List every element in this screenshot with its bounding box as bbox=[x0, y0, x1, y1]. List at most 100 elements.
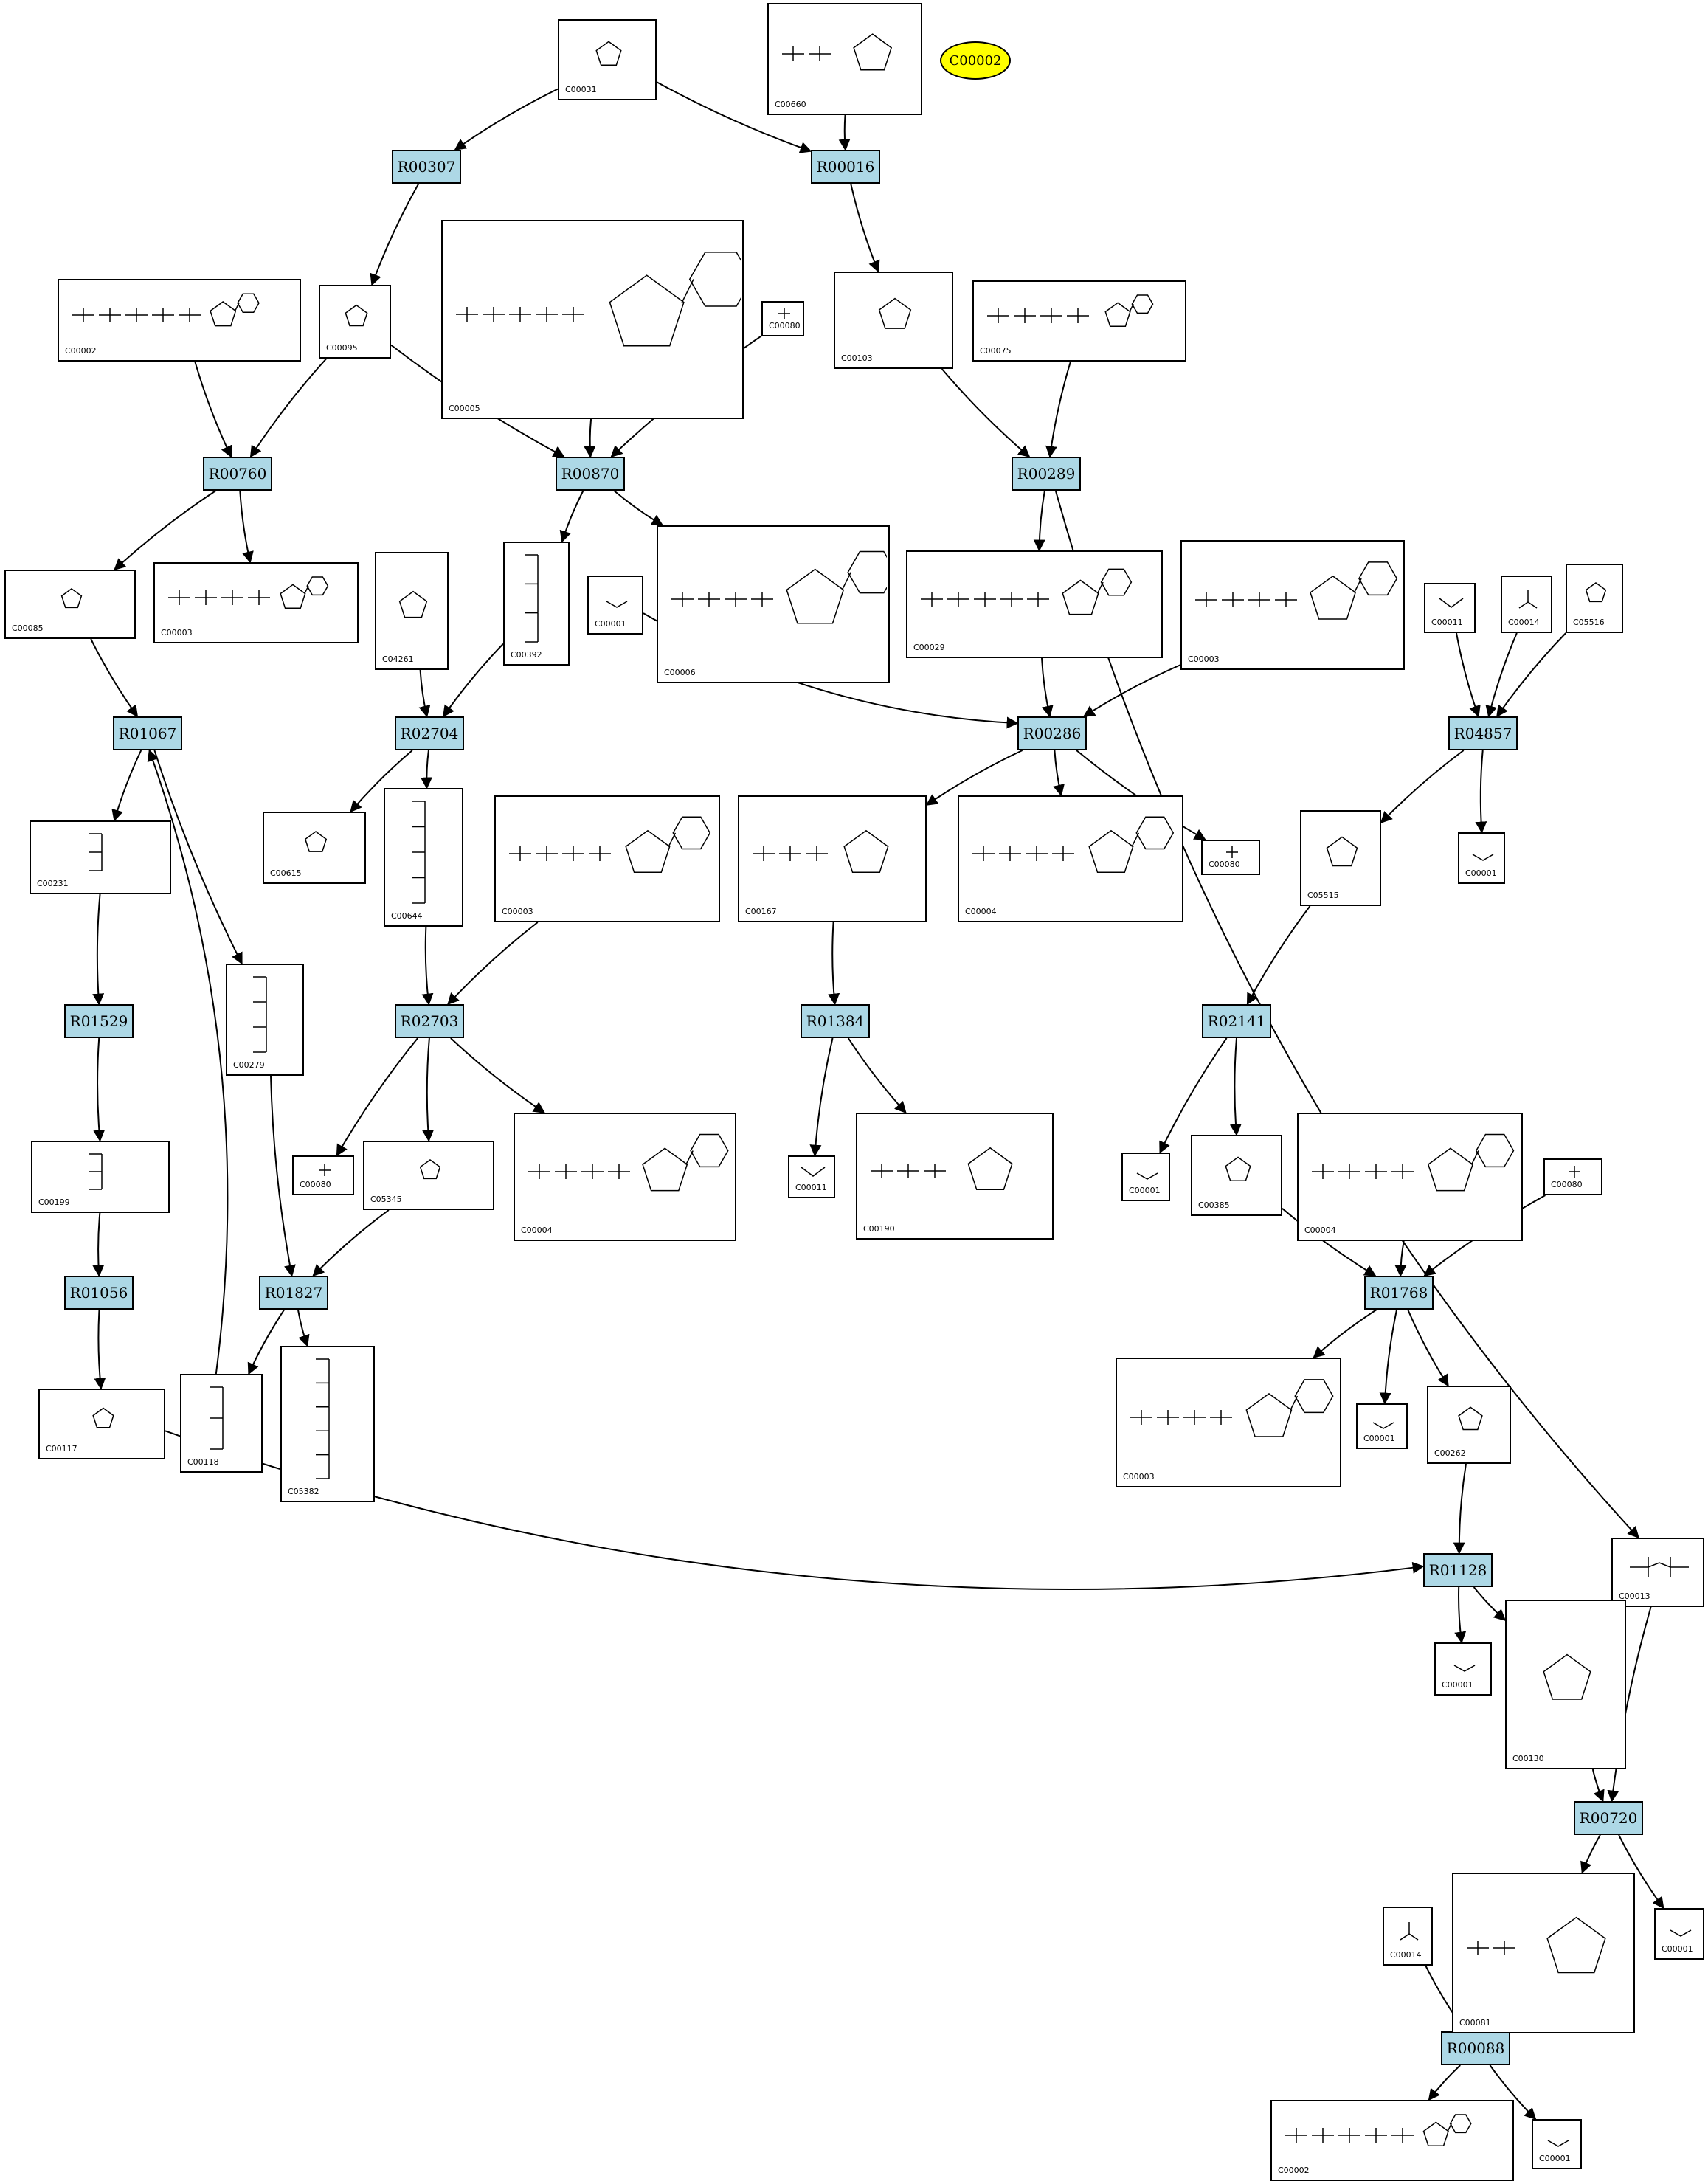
structure-area bbox=[1306, 816, 1375, 887]
compound-c00002[interactable]: C00002 bbox=[1270, 2100, 1514, 2181]
edge-arrow bbox=[559, 490, 584, 543]
compound-id: C00005 bbox=[449, 404, 480, 413]
edge-arrow bbox=[336, 1037, 418, 1157]
reaction-r00289[interactable]: R00289 bbox=[1012, 457, 1081, 491]
edge-arrow bbox=[1246, 905, 1311, 1006]
compound-c00118[interactable]: C00118 bbox=[180, 1374, 263, 1473]
edge-arrow bbox=[1054, 490, 1639, 1539]
compound-c00004[interactable]: C00004 bbox=[514, 1113, 736, 1241]
structure-drawing bbox=[525, 554, 539, 643]
edge-arrow bbox=[925, 750, 1023, 806]
reaction-r01768[interactable]: R01768 bbox=[1364, 1276, 1434, 1310]
reaction-r02703[interactable]: R02703 bbox=[395, 1004, 464, 1038]
compound-c00081[interactable]: C00081 bbox=[1452, 1873, 1635, 2033]
compound-c00006[interactable]: C00006 bbox=[657, 525, 896, 683]
reaction-label: R00307 bbox=[397, 158, 456, 176]
reaction-r02141[interactable]: R02141 bbox=[1202, 1004, 1271, 1038]
structure-drawing bbox=[304, 831, 328, 852]
compound-c00130[interactable]: C00130 bbox=[1505, 1600, 1626, 1769]
compound-c00003[interactable]: C00003 bbox=[1180, 540, 1405, 670]
compound-c00001[interactable]: C00001 bbox=[1532, 2119, 1582, 2169]
compound-c00005[interactable]: C00005 bbox=[441, 220, 753, 419]
reaction-r01128[interactable]: R01128 bbox=[1423, 1553, 1493, 1587]
compound-c05382[interactable]: C05382 bbox=[280, 1346, 375, 1502]
compound-c00001[interactable]: C00001 bbox=[587, 576, 643, 635]
compound-c00103[interactable]: C00103 bbox=[834, 272, 953, 369]
compound-id: C00118 bbox=[187, 1457, 219, 1467]
compound-c00003[interactable]: C00003 bbox=[153, 562, 359, 643]
compound-c00644[interactable]: C00644 bbox=[384, 788, 463, 927]
reaction-r01384[interactable]: R01384 bbox=[801, 1004, 870, 1038]
compound-c00001[interactable]: C00001 bbox=[1434, 1642, 1492, 1696]
compound-c00080[interactable]: C00080 bbox=[761, 301, 804, 336]
compound-c05345[interactable]: C05345 bbox=[363, 1141, 494, 1210]
reaction-r01827[interactable]: R01827 bbox=[259, 1276, 328, 1310]
compound-id: C00081 bbox=[1459, 2018, 1491, 2028]
compound-c00262[interactable]: C00262 bbox=[1427, 1386, 1511, 1464]
compound-c00011[interactable]: C00011 bbox=[1424, 583, 1476, 633]
reaction-r00286[interactable]: R00286 bbox=[1017, 716, 1087, 750]
reaction-r00307[interactable]: R00307 bbox=[392, 150, 461, 184]
structure-area bbox=[10, 576, 130, 620]
reaction-label: R00289 bbox=[1017, 465, 1076, 483]
compound-c05516[interactable]: C05516 bbox=[1566, 564, 1623, 633]
structure-drawing bbox=[1195, 561, 1398, 620]
reaction-r01056[interactable]: R01056 bbox=[64, 1276, 134, 1310]
compound-c00013[interactable]: C00013 bbox=[1611, 1538, 1704, 1607]
edge-arrow bbox=[1580, 1834, 1601, 1874]
reaction-r01067[interactable]: R01067 bbox=[113, 716, 182, 750]
reaction-r00088[interactable]: R00088 bbox=[1441, 2031, 1510, 2065]
compound-c00199[interactable]: C00199 bbox=[31, 1141, 170, 1213]
compound-c00001[interactable]: C00001 bbox=[1356, 1403, 1408, 1449]
compound-c00004[interactable]: C00004 bbox=[958, 795, 1183, 922]
compound-id: C00080 bbox=[1551, 1180, 1583, 1189]
compound-c00095[interactable]: C00095 bbox=[319, 285, 391, 359]
compound-c00004[interactable]: C00004 bbox=[1297, 1113, 1523, 1241]
reaction-r00016[interactable]: R00016 bbox=[811, 150, 880, 184]
compound-c00080[interactable]: C00080 bbox=[292, 1155, 354, 1195]
structure-area bbox=[862, 1119, 1048, 1220]
compound-c04261[interactable]: C04261 bbox=[375, 552, 449, 670]
compound-c00031[interactable]: C00031 bbox=[558, 19, 657, 100]
structure-area bbox=[1127, 1158, 1164, 1182]
compound-c00279[interactable]: C00279 bbox=[226, 964, 304, 1076]
compound-c00385[interactable]: C00385 bbox=[1191, 1135, 1282, 1216]
compound-c00001[interactable]: C00001 bbox=[1654, 1908, 1704, 1960]
compound-c00615[interactable]: C00615 bbox=[263, 812, 366, 884]
compound-id: C00085 bbox=[12, 623, 44, 633]
compound-c00231[interactable]: C00231 bbox=[30, 820, 171, 894]
compound-c00075[interactable]: C00075 bbox=[972, 280, 1186, 362]
compound-id: C00003 bbox=[1123, 1472, 1155, 1482]
structure-drawing bbox=[319, 1164, 331, 1176]
structure-area bbox=[44, 1395, 159, 1440]
compound-c00011[interactable]: C00011 bbox=[788, 1155, 835, 1198]
reaction-r02704[interactable]: R02704 bbox=[395, 716, 464, 750]
compound-c05515[interactable]: C05515 bbox=[1300, 810, 1381, 906]
structure-area bbox=[1572, 570, 1617, 614]
compound-c00085[interactable]: C00085 bbox=[4, 570, 136, 639]
reaction-r00760[interactable]: R00760 bbox=[203, 457, 272, 491]
structure-area bbox=[269, 818, 360, 865]
compound-c00080[interactable]: C00080 bbox=[1201, 840, 1260, 875]
compound-c00190[interactable]: C00190 bbox=[856, 1113, 1054, 1240]
compound-c00014[interactable]: C00014 bbox=[1383, 1907, 1433, 1966]
compound-c00660[interactable]: C00660 bbox=[767, 3, 922, 115]
compound-c00014[interactable]: C00014 bbox=[1501, 576, 1552, 633]
compound-c00003[interactable]: C00003 bbox=[1116, 1358, 1341, 1487]
reaction-label: R00760 bbox=[208, 465, 267, 483]
compound-c00001[interactable]: C00001 bbox=[1458, 832, 1505, 884]
compound-c00029[interactable]: C00029 bbox=[906, 550, 1163, 658]
compound-c00392[interactable]: C00392 bbox=[503, 542, 570, 666]
compound-c00080[interactable]: C00080 bbox=[1543, 1158, 1602, 1195]
compound-c00001[interactable]: C00001 bbox=[1121, 1153, 1170, 1201]
compound-id: C00003 bbox=[502, 907, 533, 916]
edge-arrow bbox=[1591, 1769, 1605, 1803]
reaction-r01529[interactable]: R01529 bbox=[64, 1004, 134, 1038]
reaction-r00870[interactable]: R00870 bbox=[556, 457, 625, 491]
compound-c00002[interactable]: C00002 bbox=[58, 279, 301, 362]
compound-c00117[interactable]: C00117 bbox=[38, 1389, 165, 1459]
compound-c00167[interactable]: C00167 bbox=[738, 795, 927, 922]
reaction-r00720[interactable]: R00720 bbox=[1574, 1801, 1643, 1835]
compound-c00003[interactable]: C00003 bbox=[494, 795, 720, 922]
reaction-r04857[interactable]: R04857 bbox=[1448, 716, 1518, 750]
